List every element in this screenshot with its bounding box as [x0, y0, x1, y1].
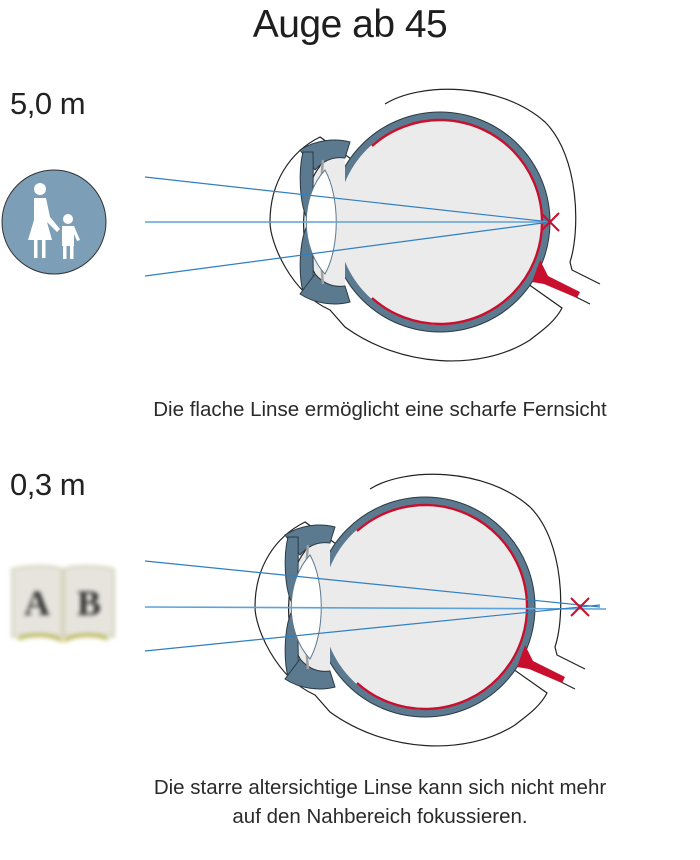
caption-near-line-2: auf den Nahbereich fokussieren.: [232, 805, 528, 828]
eye-far: [268, 88, 602, 363]
page-title: Auge ab 45: [252, 3, 448, 46]
distance-label-near: 0,3 m: [10, 467, 86, 502]
distance-label-far: 5,0 m: [10, 86, 86, 121]
caption-near: Die starre altersichtige Linse kann sich…: [60, 773, 700, 831]
caption-far-line-1: Die flache Linse ermöglicht eine scharfe…: [153, 398, 607, 421]
focus-point-on-retina-icon: [540, 212, 560, 232]
caption-near-line-1: Die starre altersichtige Linse kann sich…: [153, 776, 607, 799]
light-rays-near: [144, 560, 607, 652]
pedestrian-sign-icon: [1, 169, 107, 275]
eye-near: [253, 473, 587, 748]
blurred-book-icon: A B: [11, 565, 115, 643]
focus-point-behind-retina-icon: [570, 597, 590, 617]
light-rays-far: [144, 176, 551, 277]
book-letter-b: B: [77, 583, 101, 623]
caption-far: Die flache Linse ermöglicht eine scharfe…: [60, 395, 700, 424]
book-letter-a: A: [24, 583, 50, 623]
